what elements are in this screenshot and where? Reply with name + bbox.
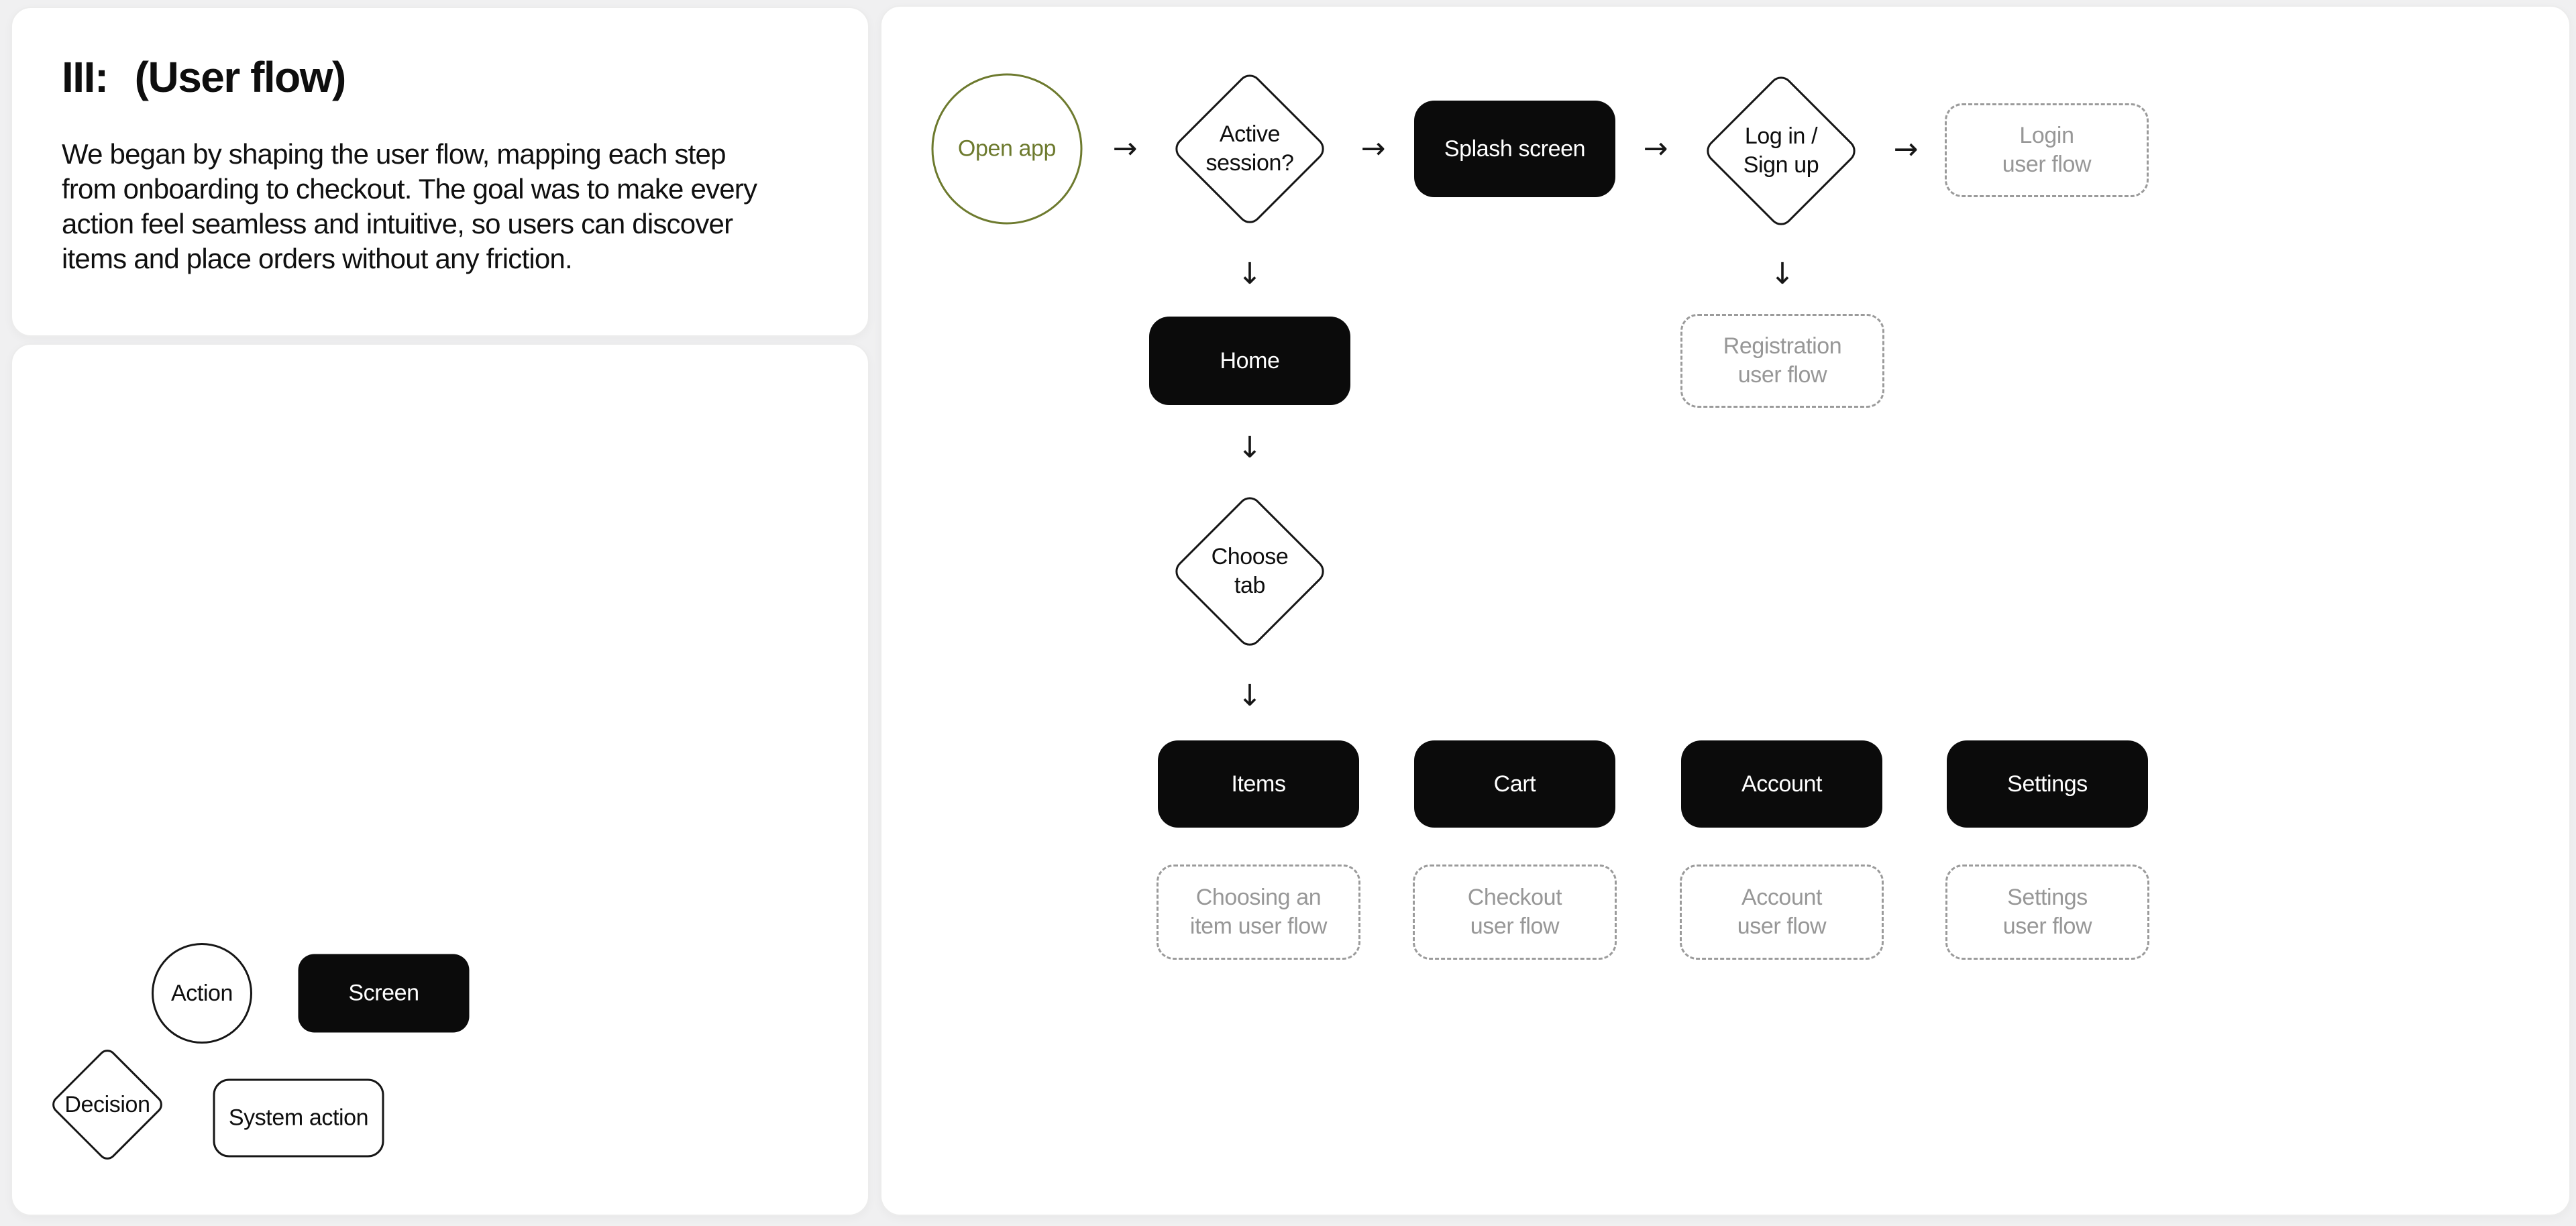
page-title: III: (User flow) — [62, 52, 818, 102]
account-user-flow-label: Account user flow — [1737, 885, 1827, 939]
items-label: Items — [1231, 771, 1286, 797]
settings-user-flow-label: Settings user flow — [2002, 885, 2092, 939]
legend-card: Action Screen Decision System action — [11, 343, 869, 1216]
flow-node-active-session: Active session? — [1170, 69, 1330, 229]
arrow-down-icon: ↓ — [1770, 257, 1795, 291]
arrow-right-icon: → — [1360, 131, 1386, 166]
arrow-right-icon: → — [1893, 132, 1919, 166]
legend-action-label: Action — [170, 980, 233, 1006]
legend-action-shape: Action — [152, 943, 252, 1044]
choose-tab-label: Choose tab — [1211, 544, 1289, 598]
flow-node-settings: Settings — [1947, 740, 2148, 828]
arrow-down-icon: ↓ — [1237, 257, 1263, 291]
flow-node-account-user-flow: Account user flow — [1680, 865, 1884, 960]
login-signup-label: Log in / Sign up — [1743, 123, 1819, 178]
legend-decision-label: Decision — [64, 1091, 150, 1117]
flow-node-login-user-flow: Login user flow — [1945, 103, 2149, 197]
intro-paragraph: We began by shaping the user flow, mappi… — [62, 138, 757, 274]
legend-system-action-shape: System action — [213, 1078, 384, 1158]
arrow-down-icon: ↓ — [1237, 431, 1263, 465]
flow-node-registration-user-flow: Registration user flow — [1680, 314, 1884, 408]
login-user-flow-label: Login user flow — [2002, 123, 2092, 177]
settings-label: Settings — [2007, 771, 2088, 797]
flow-node-splash-screen: Splash screen — [1414, 101, 1615, 197]
flow-node-checkout-user-flow: Checkout user flow — [1413, 865, 1617, 960]
registration-user-flow-label: Registration user flow — [1723, 333, 1842, 388]
flow-node-open-app: Open app — [931, 73, 1083, 225]
flow-node-account: Account — [1681, 740, 1882, 828]
flow-node-choose-tab: Choose tab — [1170, 492, 1330, 651]
open-app-label: Open app — [957, 135, 1057, 162]
flow-node-settings-user-flow: Settings user flow — [1945, 865, 2149, 960]
intro-card: III: (User flow) We began by shaping the … — [11, 7, 869, 337]
flow-node-cart: Cart — [1414, 740, 1615, 828]
checkout-user-flow-label: Checkout user flow — [1467, 885, 1562, 939]
flow-node-login-signup: Log in / Sign up — [1701, 71, 1861, 231]
legend-system-action-label: System action — [228, 1105, 369, 1131]
flow-node-items: Items — [1158, 740, 1359, 828]
splash-screen-label: Splash screen — [1444, 135, 1586, 162]
arrow-right-icon: → — [1643, 131, 1668, 166]
section-title: (User flow) — [134, 53, 347, 101]
section-number: III: — [62, 53, 109, 101]
arrow-right-icon: → — [1112, 131, 1138, 166]
account-label: Account — [1741, 771, 1823, 797]
flow-node-home: Home — [1149, 317, 1350, 405]
cart-label: Cart — [1493, 771, 1536, 797]
flow-node-choosing-item-user-flow: Choosing an item user flow — [1157, 865, 1360, 960]
choosing-item-user-flow-label: Choosing an item user flow — [1189, 885, 1328, 939]
legend-screen-label: Screen — [348, 980, 419, 1006]
home-label: Home — [1220, 347, 1280, 374]
active-session-label: Active session? — [1205, 121, 1294, 176]
legend-screen-shape: Screen — [298, 954, 470, 1033]
user-flow-diagram-card: Open app → Active session? → Splash scre… — [880, 5, 2571, 1216]
legend-decision-shape: Decision — [48, 1046, 166, 1164]
arrow-down-icon: ↓ — [1237, 679, 1263, 713]
